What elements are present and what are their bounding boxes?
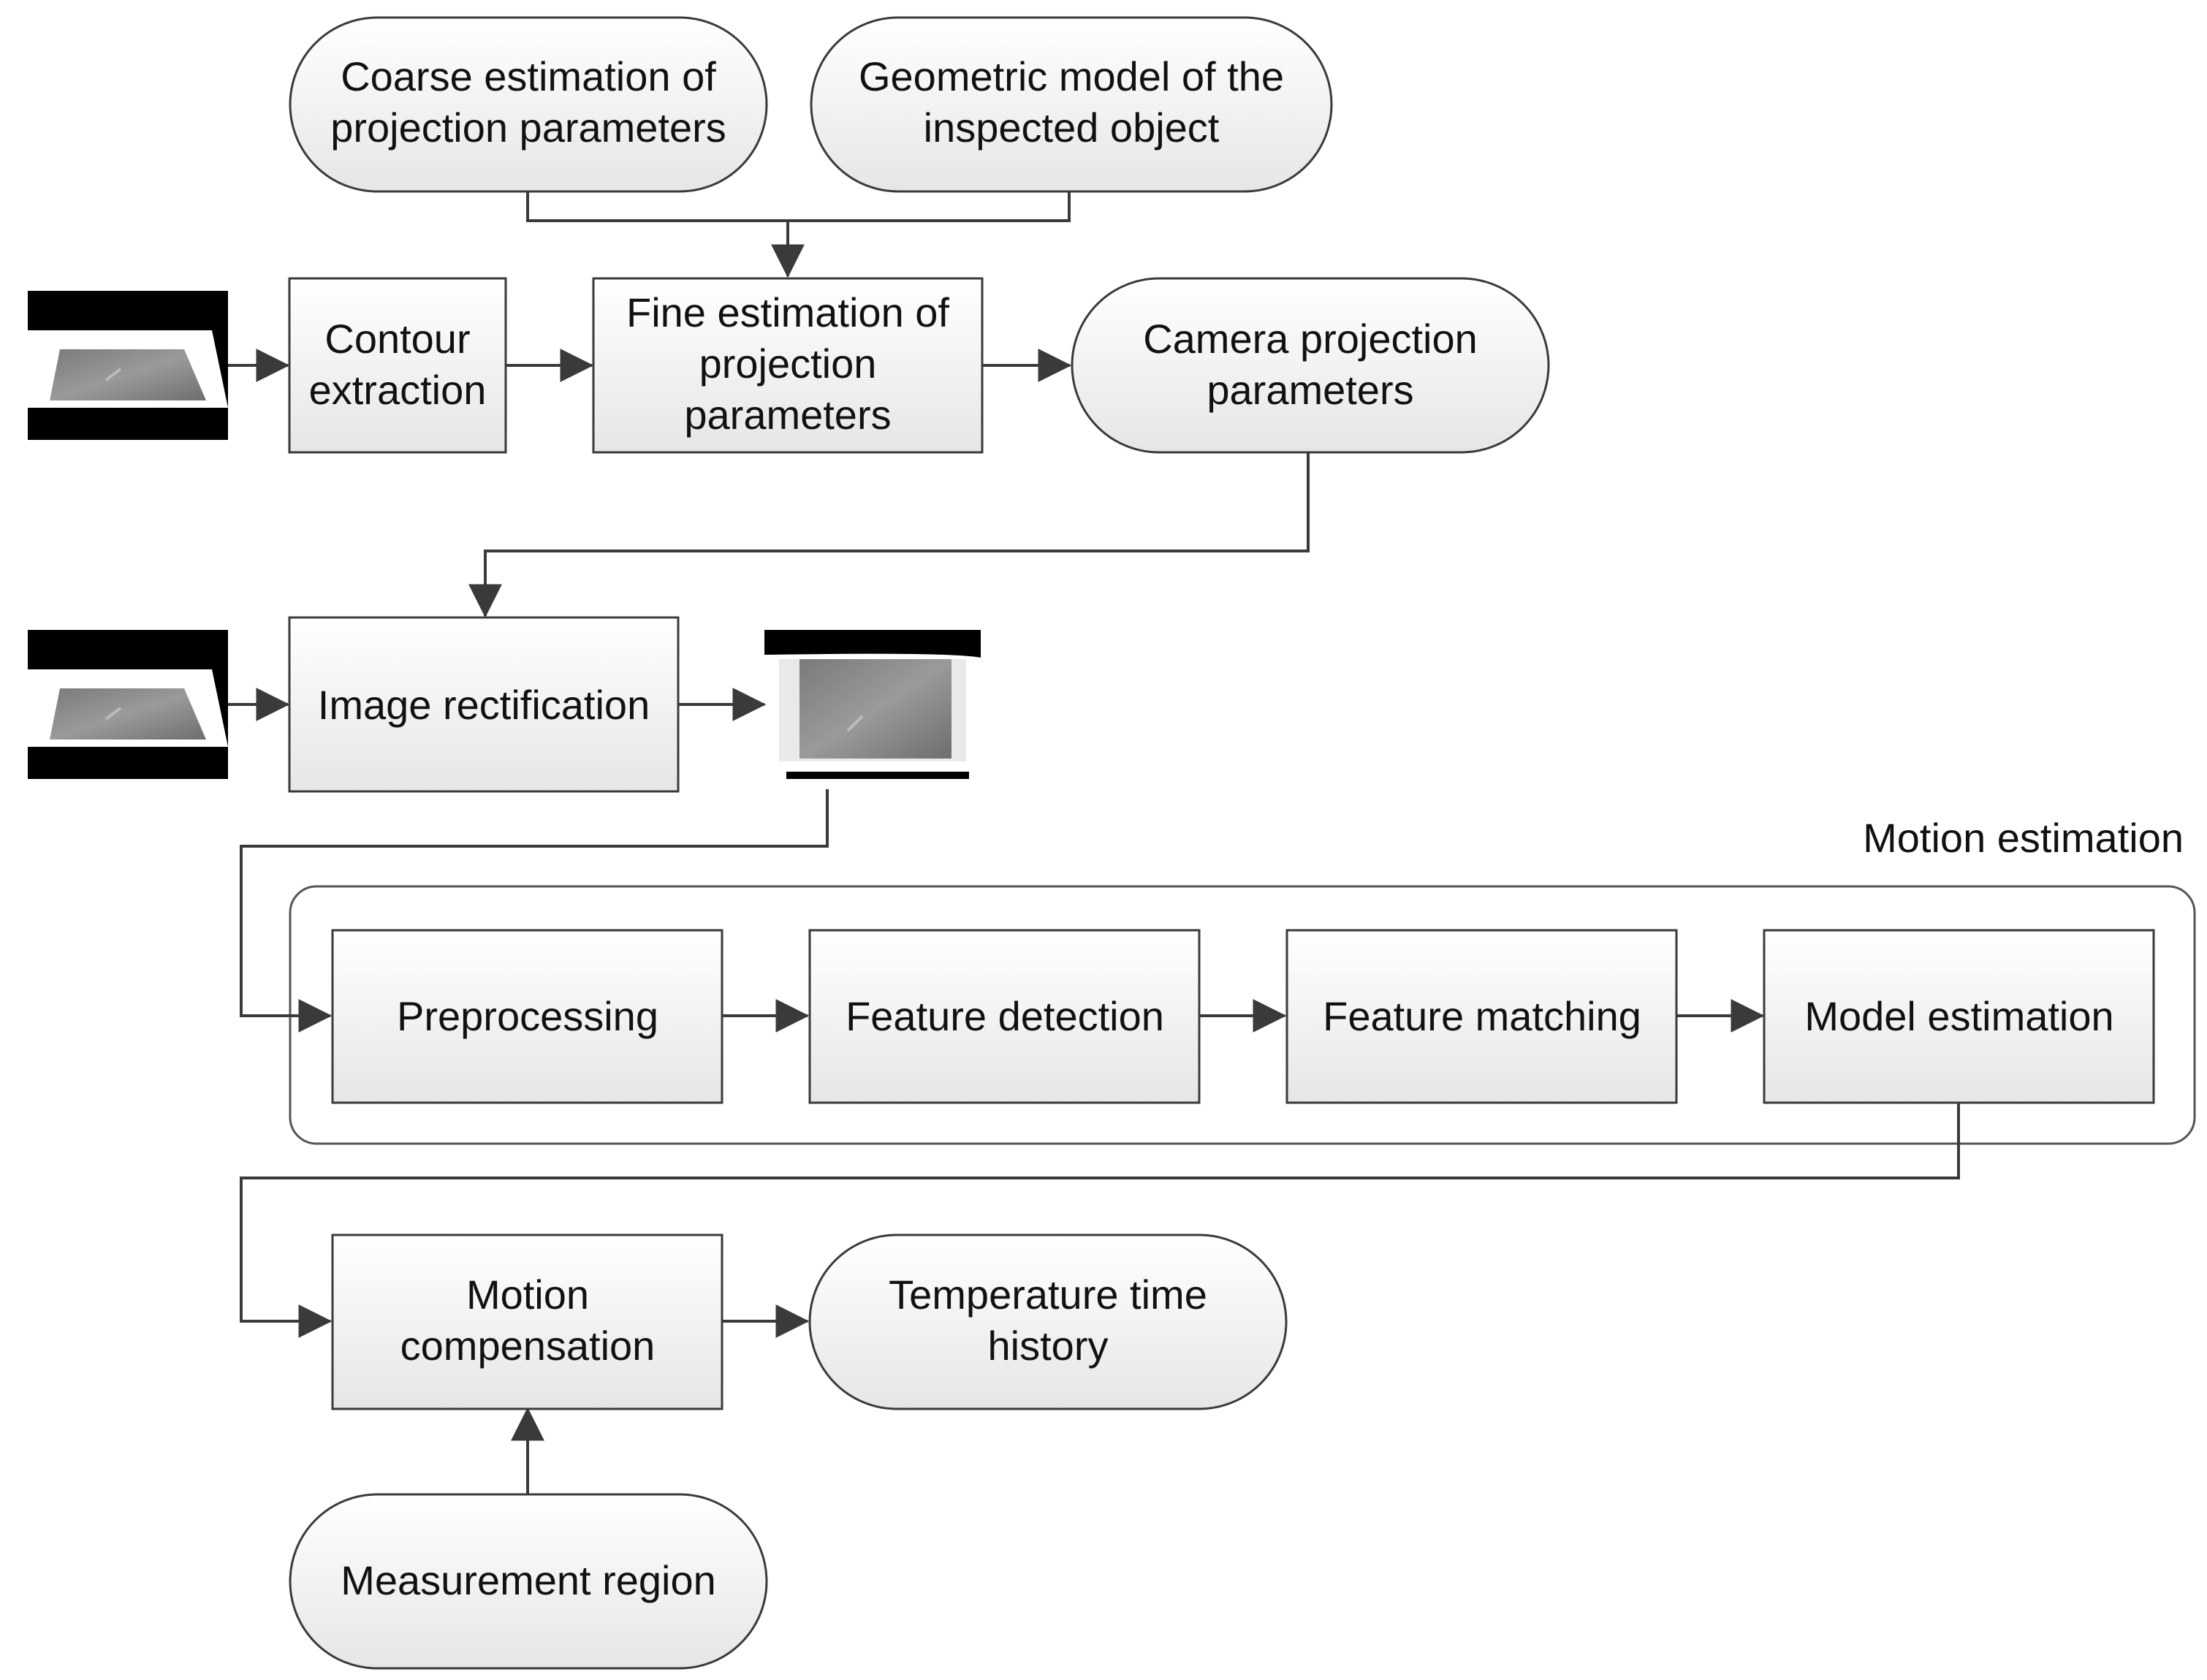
geometric-model-label-1: Geometric model of the <box>859 53 1284 99</box>
motion-compensation-label-2: compensation <box>400 1323 656 1369</box>
fine-estimation-label-1: Fine estimation of <box>626 289 949 335</box>
temperature-history-label-2: history <box>988 1323 1109 1369</box>
contour-extraction-node: Contour extraction <box>288 277 507 454</box>
geometric-model-node: Geometric model of the inspected object <box>810 16 1333 193</box>
fine-estimation-label-3: parameters <box>684 392 891 438</box>
preprocessing-label: Preprocessing <box>397 993 658 1039</box>
temperature-history-label-1: Temperature time <box>889 1272 1207 1318</box>
image-rectification-label: Image rectification <box>318 682 650 728</box>
camera-projection-label-1: Camera projection <box>1143 316 1478 362</box>
contour-extraction-label-2: extraction <box>309 367 487 413</box>
thermal-image-input-1 <box>28 291 228 440</box>
coarse-estimation-node: Coarse estimation of projection paramete… <box>289 16 768 193</box>
coarse-estimation-label-2: projection parameters <box>330 104 726 151</box>
temperature-history-node: Temperature time history <box>808 1234 1288 1410</box>
fine-estimation-node: Fine estimation of projection parameters <box>592 277 984 454</box>
connectors <box>228 191 1960 1494</box>
feature-matching-label: Feature matching <box>1323 993 1641 1039</box>
camera-projection-label-2: parameters <box>1207 367 1413 413</box>
geometric-model-label-2: inspected object <box>924 104 1220 151</box>
feature-matching-node: Feature matching <box>1285 929 1678 1104</box>
fine-estimation-label-2: projection <box>699 341 877 387</box>
motion-compensation-label-1: Motion <box>466 1272 589 1318</box>
rectified-image-output <box>764 630 981 779</box>
model-estimation-label: Model estimation <box>1804 993 2113 1039</box>
thermal-image-input-2 <box>28 630 228 779</box>
feature-detection-node: Feature detection <box>808 929 1201 1104</box>
motion-compensation-node: Motion compensation <box>331 1234 723 1410</box>
image-rectification-node: Image rectification <box>288 616 680 793</box>
camera-projection-node: Camera projection parameters <box>1071 277 1550 454</box>
measurement-region-node: Measurement region <box>289 1493 768 1670</box>
coarse-estimation-label-1: Coarse estimation of <box>341 53 716 99</box>
feature-detection-label: Feature detection <box>846 993 1164 1039</box>
motion-estimation-group-title: Motion estimation <box>1863 815 2184 861</box>
contour-extraction-label-1: Contour <box>324 316 470 362</box>
preprocessing-node: Preprocessing <box>331 929 723 1104</box>
measurement-region-label: Measurement region <box>341 1557 716 1603</box>
model-estimation-node: Model estimation <box>1763 929 2155 1104</box>
